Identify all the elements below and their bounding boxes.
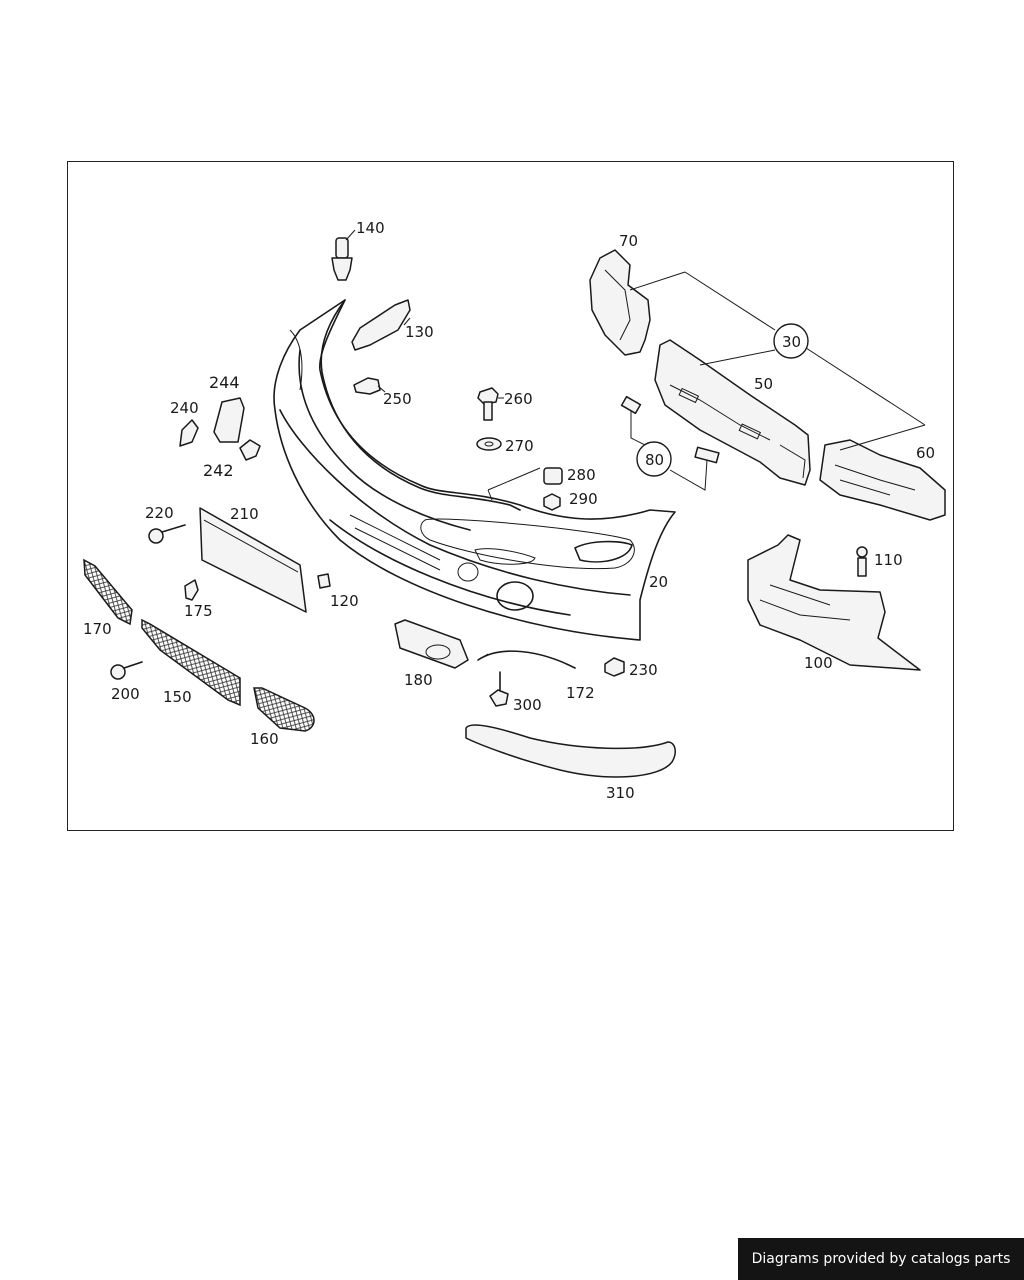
clip-part-242[interactable] — [239, 439, 261, 461]
callout-180: 180 — [404, 671, 433, 689]
impact-absorber-part-50[interactable] — [654, 339, 811, 486]
callout-30: 30 — [782, 333, 801, 351]
callout-290: 290 — [569, 490, 598, 508]
grille-side-part-170[interactable] — [83, 558, 133, 626]
washer-part-270[interactable] — [476, 437, 502, 451]
grille-side-part-160[interactable] — [253, 687, 315, 732]
clip-part-110[interactable] — [856, 546, 868, 577]
spacer-part-280[interactable] — [543, 467, 563, 485]
screw-part-200[interactable] — [110, 661, 143, 680]
callout-172: 172 — [566, 684, 595, 702]
diagram-frame — [67, 161, 954, 831]
callout-300: 300 — [513, 696, 542, 714]
callout-240: 240 — [170, 399, 199, 417]
callout-lines-30 — [629, 271, 926, 451]
fog-lamp-bracket-part-180[interactable] — [394, 619, 469, 669]
callout-130: 130 — [405, 323, 434, 341]
callout-210: 210 — [230, 505, 259, 523]
callout-160: 160 — [250, 730, 279, 748]
callout-50: 50 — [754, 375, 773, 393]
pads-part-80[interactable] — [620, 395, 720, 491]
screw-part-300[interactable] — [489, 671, 509, 707]
clip-part-175[interactable] — [184, 579, 199, 601]
bolt-part-260[interactable] — [477, 387, 504, 421]
callout-60: 60 — [916, 444, 935, 462]
callout-260: 260 — [504, 390, 533, 408]
callout-110: 110 — [874, 551, 903, 569]
bracket-part-60[interactable] — [819, 439, 946, 521]
callout-120: 120 — [330, 592, 359, 610]
callout-100: 100 — [804, 654, 833, 672]
nut-part-290[interactable] — [543, 493, 561, 511]
callout-labels: 140 130 250 260 270 280 290 70 30 50 60 … — [83, 219, 935, 802]
bracket-part-130[interactable] — [351, 299, 411, 351]
hook-cover-part-244[interactable] — [213, 397, 245, 443]
trim-strip-part-310[interactable] — [465, 724, 676, 778]
callout-310: 310 — [606, 784, 635, 802]
callout-244: 244 — [209, 373, 240, 392]
callout-220: 220 — [145, 504, 174, 522]
callout-200: 200 — [111, 685, 140, 703]
nut-part-230[interactable] — [604, 657, 625, 677]
callout-280: 280 — [567, 466, 596, 484]
callout-270: 270 — [505, 437, 534, 455]
callout-150: 150 — [163, 688, 192, 706]
callout-170: 170 — [83, 620, 112, 638]
bracket-part-70[interactable] — [589, 249, 651, 356]
cable-part-172[interactable] — [477, 650, 576, 669]
callout-80: 80 — [645, 451, 664, 469]
callout-175: 175 — [184, 602, 213, 620]
cover-part-240[interactable] — [179, 419, 199, 447]
callout-230: 230 — [629, 661, 658, 679]
screw-part-220[interactable] — [148, 524, 186, 544]
grille-center-part-150[interactable] — [141, 618, 241, 707]
credit-banner: Diagrams provided by catalogs parts — [738, 1238, 1024, 1280]
credit-text: Diagrams provided by catalogs parts — [751, 1251, 1011, 1267]
push-rivet-part-140[interactable] — [331, 229, 356, 281]
clip-part-250[interactable] — [353, 377, 386, 395]
bracket-part-100[interactable] — [747, 534, 921, 671]
license-plate-base-part-210[interactable] — [199, 507, 307, 613]
callout-70: 70 — [619, 232, 638, 250]
clip-part-120[interactable] — [317, 573, 331, 589]
callout-140: 140 — [356, 219, 385, 237]
callout-250: 250 — [383, 390, 412, 408]
bumper-cover-part-20[interactable] — [273, 299, 676, 641]
callout-242: 242 — [203, 461, 234, 480]
callout-20: 20 — [649, 573, 668, 591]
